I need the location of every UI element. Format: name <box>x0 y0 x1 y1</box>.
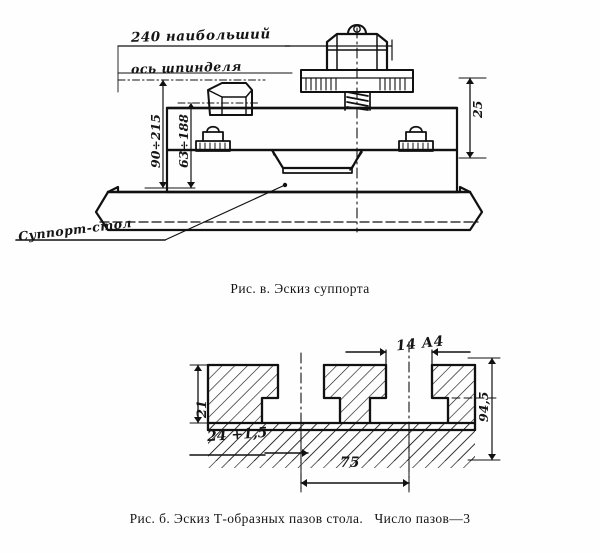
dim-label-height-outer: 90÷215 <box>148 114 163 168</box>
dim-label-total-depth: 94,5 <box>476 391 491 422</box>
figure-b-caption: Рис. б. Эскиз Т-образных пазов стола. Чи… <box>129 511 471 526</box>
dim-label-spindle-axis: ось шпинделя <box>130 58 242 77</box>
dim-label-slot-width-lower: 24 +1,5 <box>206 424 268 446</box>
support-sketch-figure <box>15 24 487 241</box>
dim-label-slot-pitch: 75 <box>340 455 360 471</box>
tslot-sketch-figure <box>189 341 501 493</box>
dim-label-plate-thickness: 25 <box>470 100 485 118</box>
dim-label-height-inner: 63÷188 <box>176 114 191 168</box>
dim-label-slot-depth-top: 21 <box>195 399 210 418</box>
figure-a-caption: Рис. в. Эскиз суппорта <box>230 281 370 296</box>
